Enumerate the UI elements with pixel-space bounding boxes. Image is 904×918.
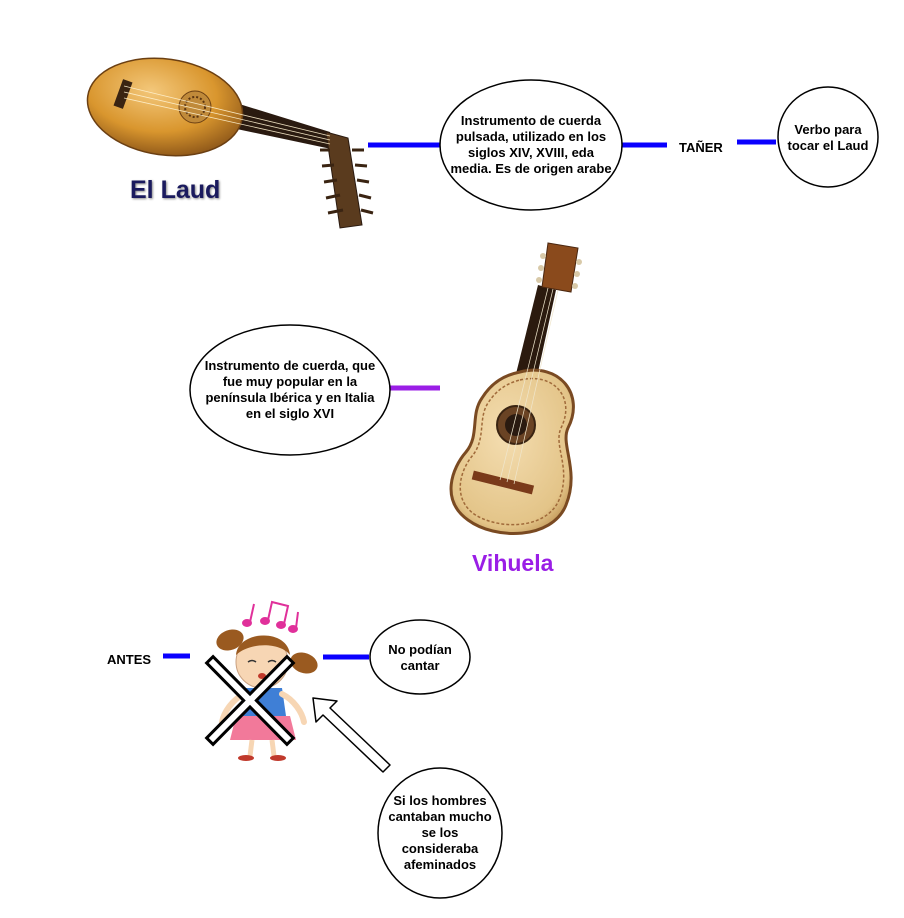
arrow-up-left-icon bbox=[312, 697, 391, 773]
lute-icon bbox=[86, 57, 374, 229]
connectors bbox=[163, 139, 776, 660]
node-result-shape bbox=[369, 619, 471, 695]
node-reason-shape bbox=[377, 767, 503, 899]
node-verb-definition-shape bbox=[777, 86, 879, 188]
result-text: No podían cantar bbox=[388, 642, 452, 673]
laud-description-text: Instrumento de cuerda pulsada, utilizado… bbox=[450, 113, 612, 176]
laud-title: El Laud bbox=[130, 176, 221, 204]
music-notes-icon bbox=[242, 600, 299, 633]
vihuela-guitar-icon bbox=[449, 242, 582, 535]
node-laud-description-shape bbox=[439, 79, 623, 211]
singing-girl-icon bbox=[204, 600, 318, 761]
verb-definition-text: Verbo para tocar el Laud bbox=[787, 122, 869, 153]
node-vihuela-description-shape bbox=[189, 324, 391, 456]
before-label: ANTES bbox=[107, 652, 152, 667]
reason-text: Si los hombres cantaban mucho se los con… bbox=[388, 793, 492, 872]
cross-x-icon bbox=[204, 654, 296, 747]
vihuela-title: Vihuela bbox=[472, 550, 554, 576]
vihuela-description-text: Instrumento de cuerda, que fue muy popul… bbox=[204, 358, 376, 421]
verb-label: TAÑER bbox=[679, 140, 723, 155]
